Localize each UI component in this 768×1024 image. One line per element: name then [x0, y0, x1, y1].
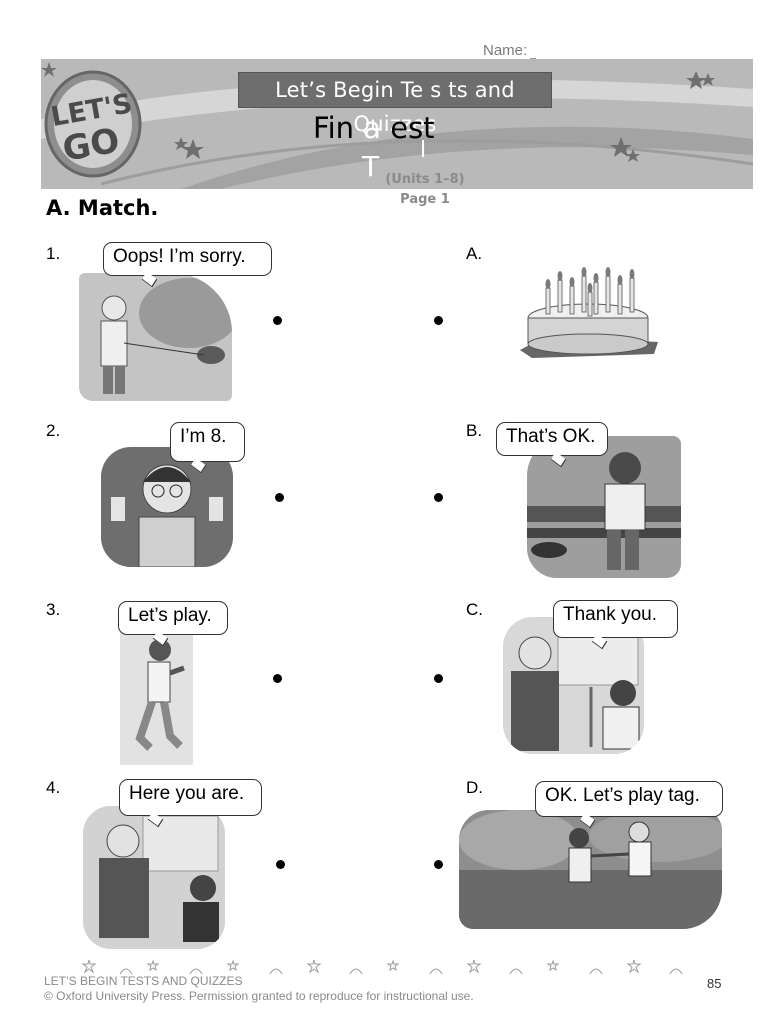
series-title: Let’s Begin Te s ts and Quizzes — [238, 72, 552, 136]
name-label: Name: — [483, 42, 528, 59]
banner-decoration: LET'S GO — [41, 62, 753, 189]
match-dot-right-a[interactable] — [434, 316, 443, 325]
speech-bubble-1: Oops! I’m sorry. — [103, 242, 272, 276]
speech-bubble-d: OK. Let’s play tag. — [535, 781, 723, 817]
picture-b-boy-bench — [527, 436, 681, 578]
picture-4-man-boy — [83, 806, 225, 949]
item-letter-c: C. — [466, 600, 483, 619]
picture-2-boy-glasses — [101, 447, 233, 567]
page-number: 85 — [707, 976, 722, 991]
item-number-1: 1. — [46, 244, 61, 263]
test-title-gap-t: T — [362, 150, 380, 183]
match-dot-right-d[interactable] — [434, 860, 443, 869]
picture-d-kids-playing-tag — [459, 810, 722, 929]
item-number-4: 4. — [46, 778, 61, 797]
speech-bubble-c: Thank you. — [553, 600, 678, 638]
picture-1-boy-dog — [79, 273, 232, 401]
item-letter-a: A. — [466, 244, 483, 263]
item-number-3: 3. — [46, 600, 61, 619]
item-number-2: 2. — [46, 421, 61, 440]
speech-bubble-2: I’m 8. — [170, 422, 245, 462]
speech-bubble-3: Let’s play. — [118, 601, 228, 635]
footer-copyright: © Oxford University Press. Permission gr… — [44, 989, 474, 1003]
match-dot-right-c[interactable] — [434, 674, 443, 683]
picture-c-man-boy-store — [503, 617, 644, 754]
picture-3-boy-running — [120, 628, 193, 765]
test-title-part2: est — [390, 111, 435, 145]
units-label: (Units 1–8) Page 1 — [380, 170, 470, 210]
match-dot-left-4[interactable] — [276, 860, 285, 869]
picture-a-birthday-cake — [516, 266, 658, 362]
speech-bubble-b: That’s OK. — [496, 422, 608, 456]
footer-credits: LET’S BEGIN TESTS AND QUIZZES © Oxford U… — [44, 974, 534, 1004]
match-dot-right-b[interactable] — [434, 493, 443, 502]
decorative-stars-border — [81, 960, 683, 975]
page-label: Page 1 — [400, 192, 450, 207]
test-title-gap1: a — [363, 111, 382, 145]
match-dot-left-3[interactable] — [273, 674, 282, 683]
star-icons — [41, 62, 715, 162]
footer-book-title: LET’S BEGIN TESTS AND QUIZZES — [44, 974, 243, 988]
name-write-line[interactable] — [530, 58, 536, 59]
svg-text:GO: GO — [60, 121, 123, 170]
test-title-gap-l: l — [420, 138, 427, 163]
match-dot-left-2[interactable] — [275, 493, 284, 502]
header-banner: LET'S GO — [41, 59, 753, 189]
lets-go-logo: LET'S GO — [44, 70, 142, 178]
item-letter-d: D. — [466, 778, 483, 797]
units-text: (Units 1–8) — [385, 172, 465, 187]
section-title: A. Match. — [46, 196, 159, 220]
item-letter-b: B. — [466, 421, 483, 440]
test-title-part1: Fin — [313, 111, 355, 145]
test-title: Fin a est — [313, 111, 435, 145]
match-dot-left-1[interactable] — [273, 316, 282, 325]
speech-bubble-4: Here you are. — [119, 779, 262, 816]
